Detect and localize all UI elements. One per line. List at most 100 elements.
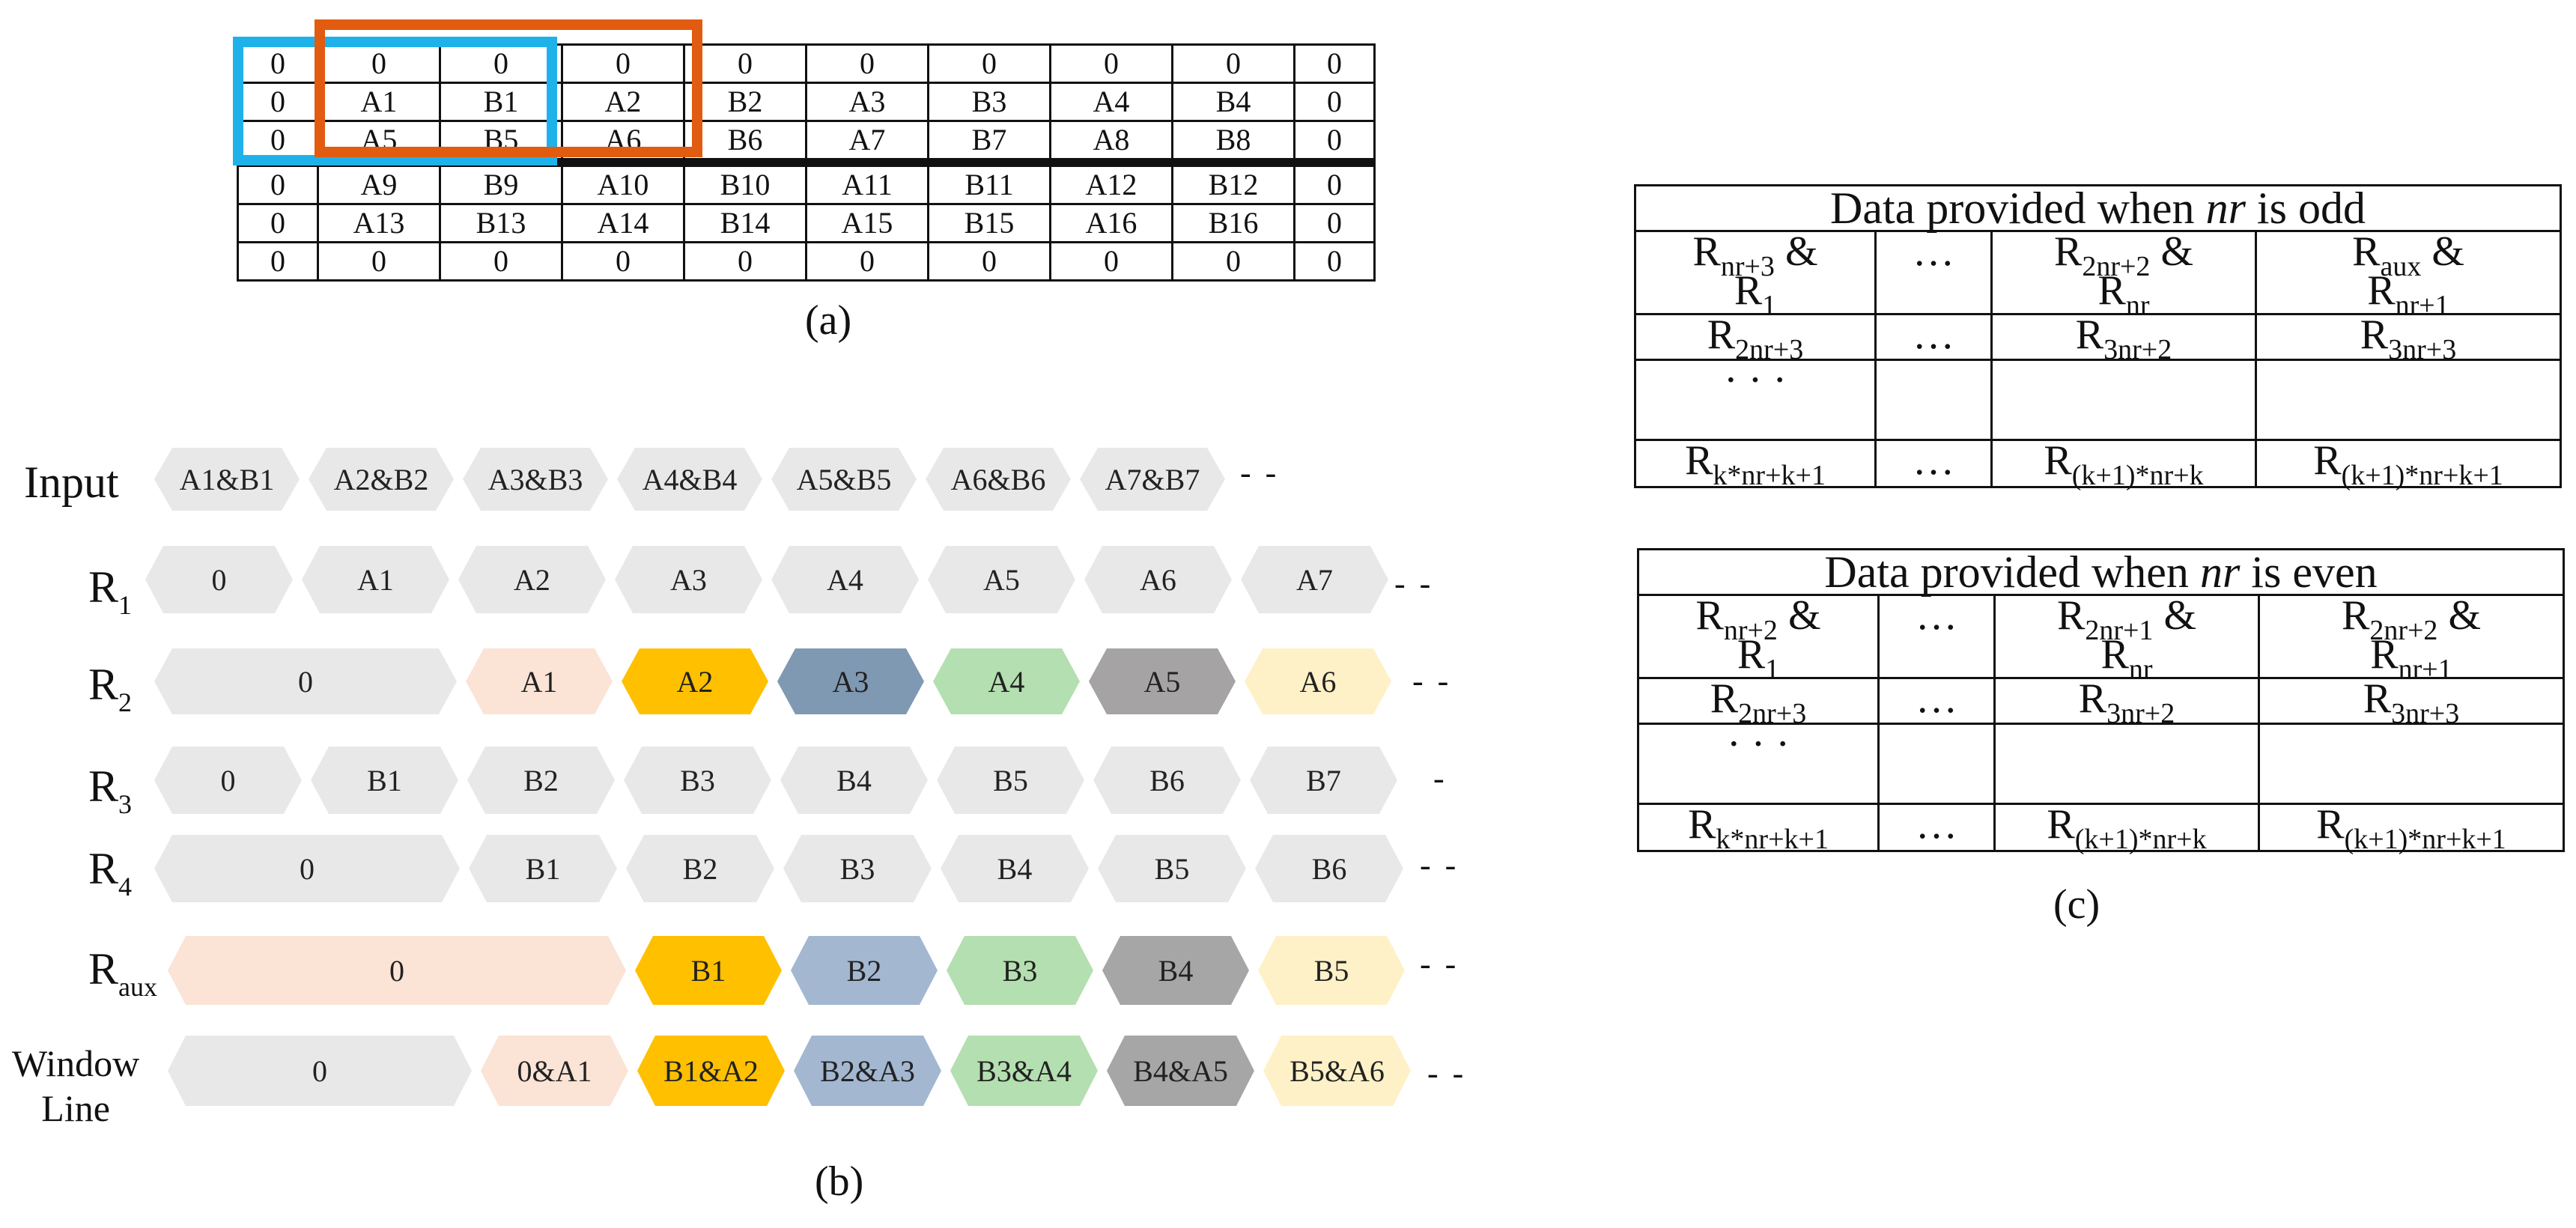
pipeline-slot-label: B3 <box>1003 954 1038 988</box>
matrix-cell: B16 <box>1171 203 1295 243</box>
pipeline-slot-label: 0&A1 <box>517 1054 592 1088</box>
pipeline-slot-label: A2&B2 <box>334 463 429 496</box>
continuation-dash-window-line: - - <box>1427 1055 1467 1092</box>
odd-cell-r4c1: Rk*nr+k+1 <box>1634 439 1877 490</box>
pipeline-slot-label: A6&B6 <box>951 463 1046 496</box>
pipeline-slot <box>458 546 606 613</box>
row-label-raux: Raux <box>88 944 158 1002</box>
pipeline-slot <box>950 1036 1098 1106</box>
even-cell-r3c3 <box>1993 723 2260 805</box>
matrix-cell: A14 <box>561 203 685 243</box>
pipeline-slot <box>1089 648 1236 714</box>
pipeline-slot <box>622 648 768 714</box>
matrix-cell: A4 <box>1049 82 1173 122</box>
pipeline-slot <box>481 1036 628 1106</box>
matrix-cell: 0 <box>237 241 319 282</box>
even-table: Data provided when nr is even Rnr+2 &R1 … <box>1637 548 2565 854</box>
matrix-cell: 0 <box>1049 241 1173 282</box>
continuation-dash-input: - - <box>1240 455 1280 491</box>
odd-table-title: Data provided when nr is odd <box>1634 184 2562 232</box>
odd-cell-r1c3: R2nr+2 &Rnr <box>1990 230 2257 320</box>
even-cell-r4c3: R(k+1)*nr+k <box>1993 803 2260 854</box>
odd-cell-r2c1: R2nr+3 <box>1634 313 1877 364</box>
pipeline-slot-label: A4&B4 <box>643 463 738 496</box>
pipeline-slot <box>302 546 449 613</box>
matrix-cell: 0 <box>805 241 929 282</box>
continuation-dash-raux: - - <box>1420 946 1459 982</box>
matrix-cell: 0 <box>927 241 1051 282</box>
pipeline-slot-label: A1 <box>357 563 394 597</box>
pipeline-slot <box>794 1036 941 1106</box>
matrix-cell: 0 <box>1293 158 1376 205</box>
matrix-cell: A13 <box>317 203 441 243</box>
pipeline-slot <box>1098 835 1246 902</box>
even-cell-r3c1: · · · <box>1637 723 1880 805</box>
odd-cell-r3c2 <box>1874 359 1993 441</box>
matrix-cell: A1 <box>317 82 441 122</box>
matrix-cell: 0 <box>317 241 441 282</box>
matrix-cell: 0 <box>237 158 319 205</box>
odd-cell-r3c1: · · · <box>1634 359 1877 441</box>
pipeline-slot-label: B1&A2 <box>663 1054 759 1088</box>
pipeline-slot-label: A3&B3 <box>488 463 583 496</box>
matrix-cell: B14 <box>683 203 807 243</box>
pipeline-slot-label: A5 <box>983 563 1020 597</box>
matrix-cell: B12 <box>1171 158 1295 205</box>
matrix-cell: 0 <box>1049 43 1173 84</box>
continuation-dash-r4: - - <box>1420 847 1459 884</box>
pipeline-slot <box>154 648 457 714</box>
pipeline-slot <box>463 448 608 511</box>
even-cell-r4c4: R(k+1)*nr+k+1 <box>2258 803 2565 854</box>
odd-cell-r1c4: Raux &Rnr+1 <box>2255 230 2562 320</box>
pipeline-slot <box>145 546 293 613</box>
matrix-cell: 0 <box>439 43 563 84</box>
even-cell-r2c2: … <box>1877 677 1996 725</box>
row-label-r1: R1 <box>88 562 133 620</box>
pipeline-slot-label: B1 <box>367 764 402 797</box>
matrix-cell: A10 <box>561 158 685 205</box>
pipeline-slot <box>466 648 613 714</box>
pipeline-slot <box>617 448 762 511</box>
pipeline-slot-label: B2&A3 <box>820 1054 915 1088</box>
pipeline-slot-label: B4 <box>1158 954 1194 988</box>
pipeline-slot <box>624 747 771 814</box>
pipeline-slot <box>937 747 1084 814</box>
pipeline-slot <box>1084 546 1232 613</box>
pipeline-slot-label: 0 <box>312 1054 327 1088</box>
odd-cell-r3c4 <box>2255 359 2562 441</box>
even-cell-r3c2 <box>1877 723 1996 805</box>
pipeline-slot <box>771 448 917 511</box>
pipeline-slot-label: B7 <box>1306 764 1341 797</box>
matrix-cell: A8 <box>1049 120 1173 164</box>
even-cell-r2c1: R2nr+3 <box>1637 677 1880 728</box>
caption-b: (b) <box>815 1158 864 1205</box>
matrix-cell: A3 <box>805 82 929 122</box>
pipeline-slot <box>168 936 626 1005</box>
pipeline-slot-label: A7 <box>1296 563 1333 597</box>
pipeline-slot-label: B4 <box>836 764 872 797</box>
even-cell-r1c2: … <box>1877 594 1996 679</box>
pipeline-slot-label: B3 <box>680 764 715 797</box>
pipeline-slot <box>947 936 1093 1005</box>
pipeline-slot-label: A2 <box>514 563 550 597</box>
pipeline-slot-label: 0 <box>300 852 315 886</box>
pipeline-slot <box>311 747 458 814</box>
pipeline-slot <box>926 448 1071 511</box>
pipeline-slot <box>309 448 454 511</box>
even-table-title: Data provided when nr is even <box>1637 548 2565 596</box>
matrix-cell: B4 <box>1171 82 1295 122</box>
pipeline-slot-label: B6 <box>1149 764 1185 797</box>
pipeline-slot <box>635 936 782 1005</box>
caption-a: (a) <box>805 297 852 344</box>
even-cell-r1c1: Rnr+2 &R1 <box>1637 594 1880 684</box>
even-cell-r2c3: R3nr+2 <box>1993 677 2260 728</box>
pipeline-slot-label: B5&A6 <box>1289 1054 1385 1088</box>
matrix-cell: B7 <box>927 120 1051 164</box>
pipeline-slot <box>1255 835 1403 902</box>
pipeline-slot-label: B4 <box>997 852 1033 886</box>
